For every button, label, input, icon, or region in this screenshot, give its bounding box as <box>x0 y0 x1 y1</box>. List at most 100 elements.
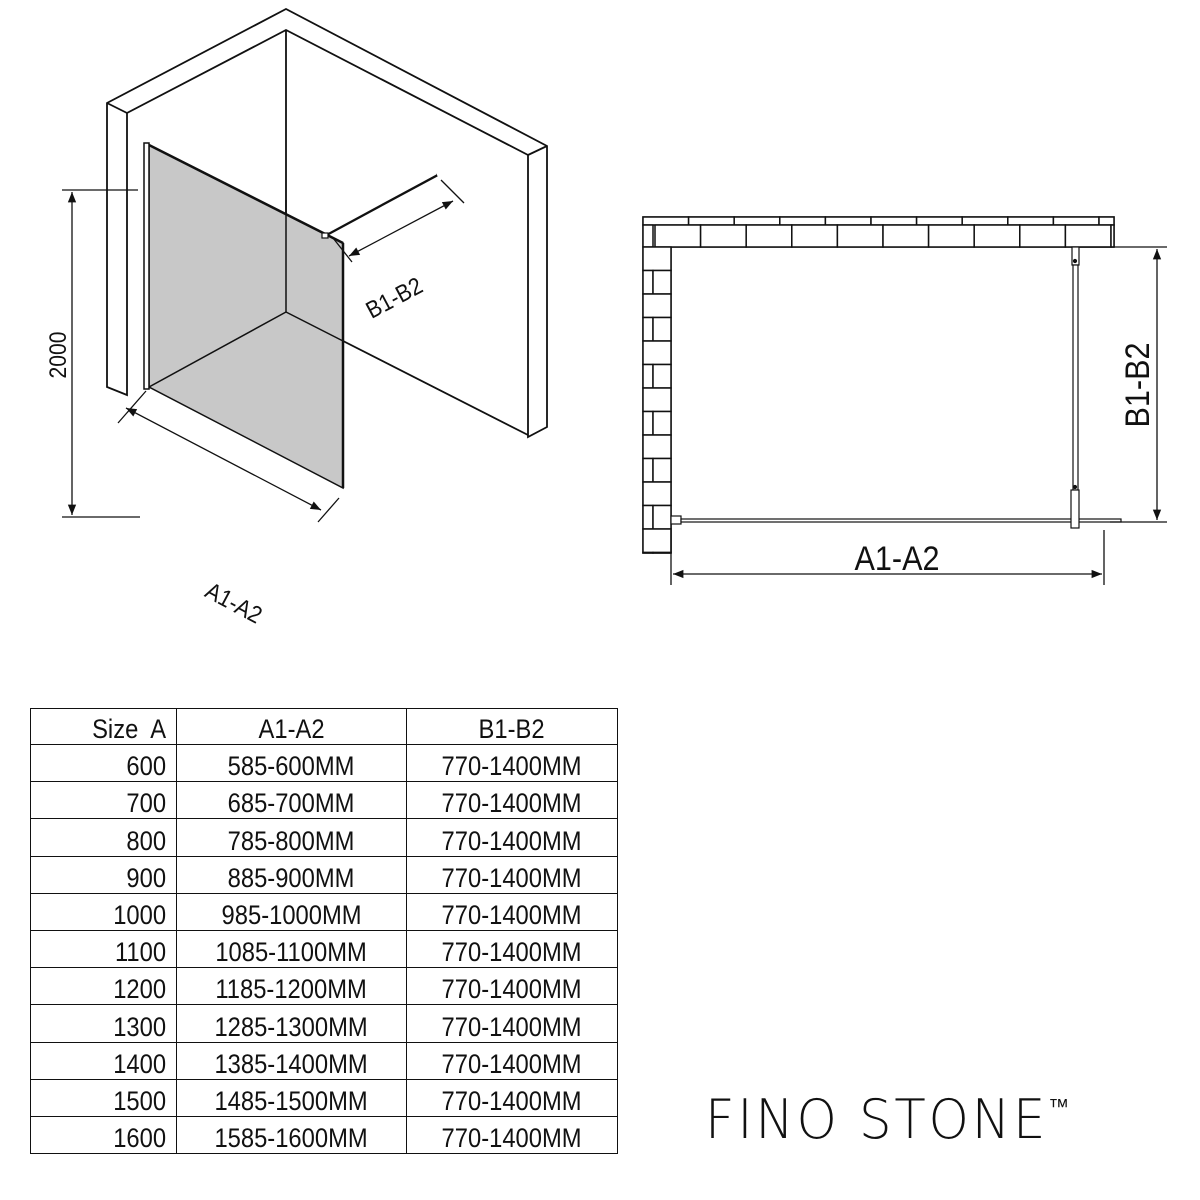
brick <box>927 224 975 248</box>
brick <box>687 216 735 226</box>
cell-text: 770-1400MM <box>441 862 583 893</box>
brick <box>961 216 1009 226</box>
cell-b1-b2: 770-1400MM <box>406 1004 618 1043</box>
cell-text: 785-800MM <box>228 825 355 856</box>
cell-size: 700 <box>30 781 177 820</box>
cell-text: 770-1400MM <box>441 825 583 856</box>
brick <box>642 340 672 366</box>
brick <box>652 504 672 530</box>
cell-size: 1500 <box>30 1078 177 1117</box>
brick <box>654 224 702 248</box>
table-row: 900 885-900MM 770-1400MM <box>30 855 618 894</box>
header-b1-b2: B1-B2 <box>406 708 618 745</box>
cell-text: 770-1400MM <box>441 751 583 782</box>
brick <box>642 434 672 460</box>
brick <box>699 224 747 248</box>
cell-a1-a2: 685-700MM <box>176 781 407 820</box>
brick <box>642 551 654 554</box>
cell-text: 770-1400MM <box>441 937 583 968</box>
cell-b1-b2: 770-1400MM <box>406 967 618 1006</box>
cell-text: 1200 <box>113 974 166 1005</box>
cell-size: 1200 <box>30 967 177 1006</box>
table-row: 1100 1085-1100MM 770-1400MM <box>30 929 618 969</box>
brick <box>652 551 672 554</box>
cell-a1-a2: 985-1000MM <box>176 892 407 931</box>
dimension-lines-iso <box>62 179 465 523</box>
brick <box>642 316 654 342</box>
cell-text: 800 <box>126 825 166 856</box>
brick <box>642 504 654 530</box>
cell-a1-a2: 585-600MM <box>176 743 407 783</box>
brick <box>1110 224 1115 248</box>
brick <box>1052 216 1100 226</box>
cell-text: 985-1000MM <box>221 899 362 930</box>
brick <box>642 528 672 554</box>
brick <box>652 363 672 389</box>
brick <box>642 387 672 413</box>
brick <box>882 224 930 248</box>
glass-and-arm <box>670 246 1122 529</box>
brick <box>652 410 672 436</box>
brick <box>642 293 672 319</box>
brick <box>791 224 839 248</box>
brick <box>1098 216 1115 226</box>
cell-text: 600 <box>126 751 166 782</box>
cell-text: 1285-1300MM <box>214 1011 369 1042</box>
brick <box>642 216 690 226</box>
cell-text: 770-1400MM <box>441 1048 583 1079</box>
cell-text: 700 <box>126 788 166 819</box>
cell-size: 1600 <box>30 1115 177 1155</box>
brick <box>652 316 672 342</box>
cell-b1-b2: 770-1400MM <box>406 1041 618 1080</box>
cell-a1-a2: 1085-1100MM <box>176 929 407 969</box>
cell-text: 770-1400MM <box>441 788 583 819</box>
table-row: 1300 1285-1300MM 770-1400MM <box>30 1004 618 1043</box>
cell-b1-b2: 770-1400MM <box>406 1115 618 1155</box>
brick <box>642 224 654 248</box>
cell-size: 600 <box>30 743 177 783</box>
cell-a1-a2: 1185-1200MM <box>176 967 407 1006</box>
cell-text: 770-1400MM <box>441 1123 583 1154</box>
brick <box>870 216 918 226</box>
brick <box>779 216 827 226</box>
cell-text: 1100 <box>114 937 166 968</box>
brick <box>915 216 963 226</box>
cell-text: 900 <box>126 862 166 893</box>
cell-a1-a2: 785-800MM <box>176 818 407 857</box>
brick <box>824 216 872 226</box>
table-row: 800 785-800MM 770-1400MM <box>30 818 618 857</box>
table-row: 1600 1585-1600MM 770-1400MM <box>30 1115 618 1155</box>
cell-text: 1585-1600MM <box>214 1123 369 1154</box>
cell-text: 770-1400MM <box>441 1085 583 1116</box>
brick <box>642 481 672 507</box>
header-size: Size A <box>30 708 177 745</box>
cell-a1-a2: 1485-1500MM <box>176 1078 407 1117</box>
cell-b1-b2: 770-1400MM <box>406 892 618 931</box>
cell-text: 1385-1400MM <box>214 1048 369 1079</box>
height-dimension-label: 2000 <box>45 332 72 379</box>
cell-size: 1300 <box>30 1004 177 1043</box>
cell-a1-a2: 885-900MM <box>176 855 407 894</box>
brick <box>973 224 1021 248</box>
header-a1-a2: A1-A2 <box>176 708 407 745</box>
cell-text: 1300 <box>113 1011 166 1042</box>
cell-size: 1000 <box>30 892 177 931</box>
cell-text: 770-1400MM <box>441 974 583 1005</box>
cell-b1-b2: 770-1400MM <box>406 855 618 894</box>
brick <box>836 224 884 248</box>
cell-a1-a2: 1585-1600MM <box>176 1115 407 1155</box>
cell-text: 1185-1200MM <box>215 974 368 1005</box>
table-row: 1000 985-1000MM 770-1400MM <box>30 892 618 931</box>
cell-size: 900 <box>30 855 177 894</box>
brick <box>733 216 781 226</box>
brand-logo: FINO STONE™ <box>705 1088 1070 1151</box>
cell-size: 1100 <box>30 929 177 969</box>
cell-text: 585-600MM <box>228 751 355 782</box>
cell-b1-b2: 770-1400MM <box>406 818 618 857</box>
table-header-row: Size A A1-A2 B1-B2 <box>30 708 618 745</box>
brick <box>1007 216 1055 226</box>
